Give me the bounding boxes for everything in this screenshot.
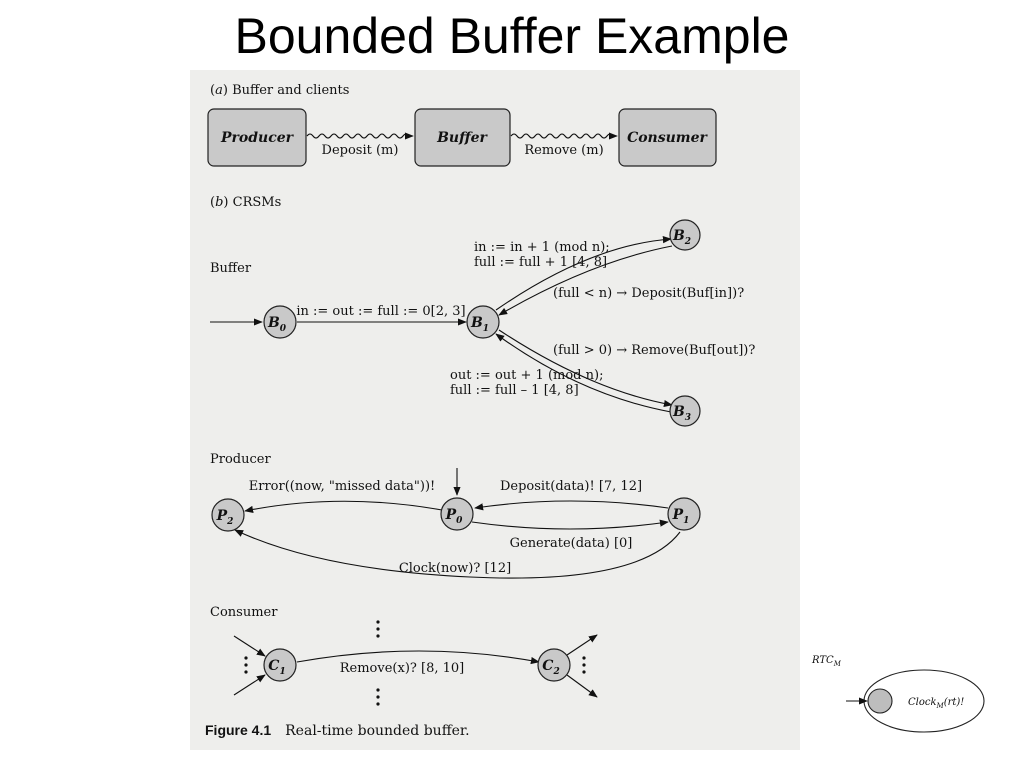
svg-text:B2: B2 xyxy=(672,228,691,247)
buffer-b1-b2-label-1: in := in + 1 (mod n); xyxy=(474,240,610,255)
svg-text:P2: P2 xyxy=(216,508,234,527)
svg-text:P1: P1 xyxy=(672,507,690,526)
svg-text:C1: C1 xyxy=(268,658,285,677)
wavy-link-buffer-consumer xyxy=(510,132,618,140)
part-a-heading: (a) Buffer and clients xyxy=(210,83,349,98)
buffer-b3-b1-label-2: full := full – 1 [4, 8] xyxy=(450,383,579,398)
buffer-b1-b2-label-2: full := full + 1 [4, 8] xyxy=(474,255,607,270)
svg-text:Producer: Producer xyxy=(220,130,295,146)
state-p0: P0 xyxy=(440,497,474,531)
producer-clock-label: Clock(now)? [12] xyxy=(399,561,511,576)
slide-title: Bounded Buffer Example xyxy=(234,8,790,64)
rtc-label: RTCM xyxy=(811,655,842,668)
state-p1: P1 xyxy=(667,497,701,531)
state-b2: B2 xyxy=(669,219,701,251)
buffer-init-label: in := out := full := 0[2, 3] xyxy=(296,304,465,319)
svg-text:C2: C2 xyxy=(542,658,559,677)
buffer-b3-b1-label-1: out := out + 1 (mod n); xyxy=(450,368,603,383)
deposit-label: Deposit (m) xyxy=(322,143,399,158)
state-b0: B0 xyxy=(263,305,297,339)
state-c1: C1 xyxy=(263,648,297,682)
rtc-clock-label: ClockM(rt)! xyxy=(908,697,964,710)
producer-deposit-label: Deposit(data)! [7, 12] xyxy=(500,479,642,494)
buffer-box: Buffer xyxy=(414,108,511,167)
state-p2: P2 xyxy=(211,498,245,532)
remove-label: Remove (m) xyxy=(524,143,603,158)
svg-text:Buffer: Buffer xyxy=(436,130,488,146)
wavy-link-producer-buffer xyxy=(306,132,414,140)
producer-fsm-label: Producer xyxy=(210,452,271,467)
consumer-box: Consumer xyxy=(618,108,717,167)
buffer-b1-b3-label: (full > 0) → Remove(Buf[out])? xyxy=(553,343,755,358)
state-c2: C2 xyxy=(537,648,571,682)
state-b3: B3 xyxy=(669,395,701,427)
consumer-ellipsis-dots xyxy=(244,620,586,706)
producer-generate-label: Generate(data) [0] xyxy=(510,536,633,551)
producer-error-label: Error((now, "missed data"))! xyxy=(249,479,436,494)
svg-text:B0: B0 xyxy=(267,315,287,334)
buffer-fsm-label: Buffer xyxy=(210,261,252,276)
producer-box: Producer xyxy=(207,108,307,167)
svg-text:P0: P0 xyxy=(445,507,464,526)
svg-text:B3: B3 xyxy=(672,404,691,423)
buffer-b2-b1-label: (full < n) → Deposit(Buf[in])? xyxy=(553,286,744,301)
consumer-remove-label: Remove(x)? [8, 10] xyxy=(340,661,464,676)
rtc-state xyxy=(867,688,893,714)
part-b-heading: (b) CRSMs xyxy=(210,195,281,210)
svg-text:B1: B1 xyxy=(470,315,489,334)
consumer-fsm-label: Consumer xyxy=(210,605,278,620)
svg-text:Consumer: Consumer xyxy=(627,130,708,146)
state-b1: B1 xyxy=(466,305,500,339)
